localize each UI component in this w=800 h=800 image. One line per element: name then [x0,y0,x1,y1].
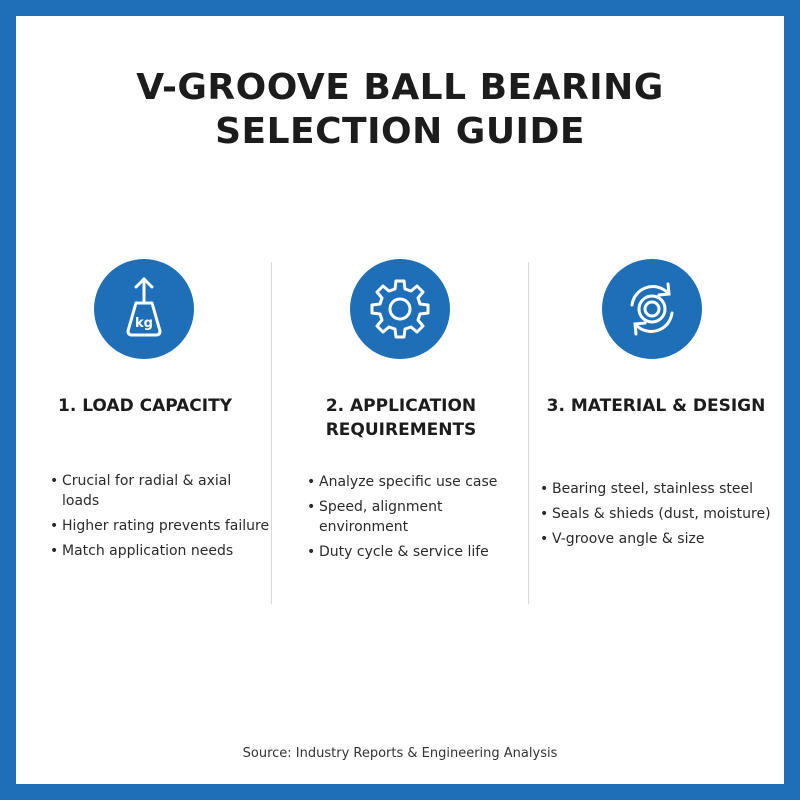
gear-icon [370,279,430,339]
load-capacity-heading: 1. LOAD CAPACITY [58,396,233,416]
list-item: V-groove angle & size [540,529,780,549]
guide-card: V-GROOVE BALL BEARING SELECTION GUIDE kg… [16,16,784,784]
list-item: Crucial for radial & axial loads [50,471,272,511]
list-item: Duty cycle & service life [307,542,522,562]
column-divider-1 [271,262,272,604]
list-item: Seals & shieds (dust, moisture) [540,504,780,524]
rotation-rings-icon [630,282,674,336]
list-item: Bearing steel, stainless steel [540,479,780,499]
title-line-2: SELECTION GUIDE [215,111,585,152]
page-title: V-GROOVE BALL BEARING SELECTION GUIDE [16,66,784,154]
list-item: Match application needs [50,541,272,561]
list-item: Higher rating prevents failure [50,516,272,536]
application-requirements-list: Analyze specific use case Speed, alignme… [307,472,522,567]
material-design-list: Bearing steel, stainless steel Seals & s… [540,479,780,554]
column-divider-2 [528,262,529,604]
weight-kg-icon: kg [126,277,162,337]
load-capacity-list: Crucial for radial & axial loads Higher … [50,471,272,566]
application-icon-circle [350,259,450,359]
title-line-1: V-GROOVE BALL BEARING [136,67,664,108]
list-item: Analyze specific use case [307,472,522,492]
material-design-heading: 3. MATERIAL & DESIGN [546,396,766,416]
load-capacity-icon-circle: kg [94,259,194,359]
application-requirements-heading: 2. APPLICATION REQUIREMENTS [325,396,477,440]
list-item: Speed, alignment environment [307,497,522,537]
kg-label: kg [135,316,153,331]
material-design-icon-circle [602,259,702,359]
source-note: Source: Industry Reports & Engineering A… [242,746,558,761]
